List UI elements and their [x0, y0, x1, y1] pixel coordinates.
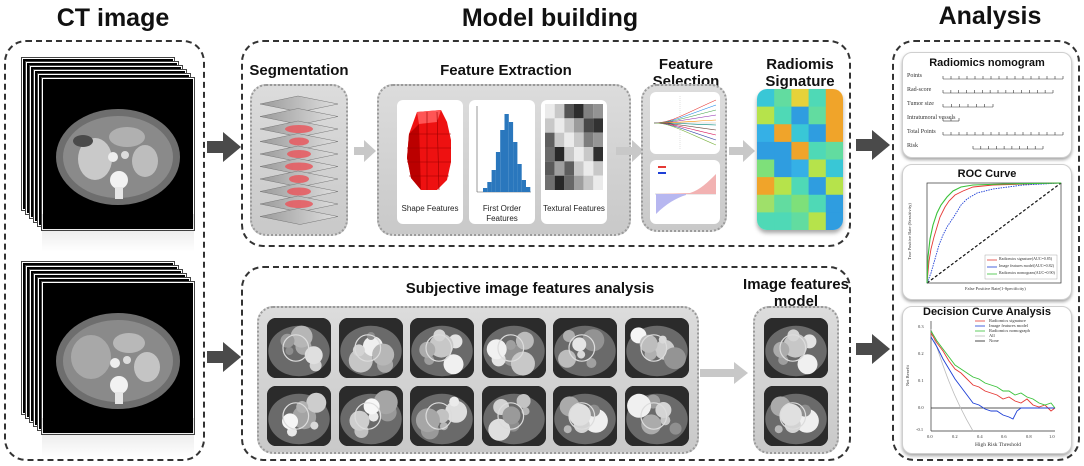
arrow-right-icon: [354, 140, 376, 162]
dca-legend-item: Radiomics signature: [989, 318, 1026, 323]
segmentation-panel: [250, 84, 348, 236]
roc-chart: [926, 182, 1062, 284]
feature-selection-panel: [641, 84, 727, 232]
ct-thumbnail-image: [624, 318, 689, 378]
arrow-right-icon: [729, 140, 755, 162]
shape-features-card: Shape Features: [397, 100, 463, 224]
arrow-right-icon: [700, 362, 748, 384]
ct-image-panel: [4, 40, 205, 461]
nomogram-row-label: Total Points: [907, 129, 936, 135]
dca-y-tick: -0.1: [916, 427, 924, 432]
dca-chart: [930, 320, 1056, 432]
dca-x-tick: 0.8: [1026, 434, 1032, 439]
dca-x-tick: 0.0: [927, 434, 933, 439]
dca-y-tick: 0.0: [918, 405, 924, 410]
roc-legend-item: Radiomics signature(AUC=0.85): [999, 256, 1053, 261]
dca-legend-item: Radiomics nomograph: [989, 328, 1030, 333]
ct-thumbnail-image: [624, 386, 689, 446]
ct-stack-top: [22, 58, 202, 258]
nomogram-row-label: Points: [907, 73, 923, 79]
ct-thumbnail-image: [410, 318, 474, 378]
nomogram-scales: [942, 76, 1064, 150]
arrow-right-icon: [207, 132, 241, 162]
feature-extraction-label: Feature Extraction: [440, 62, 572, 79]
dca-legend-item: All: [989, 333, 995, 338]
subjective-features-panel: [257, 306, 699, 454]
histogram-chart: [476, 106, 531, 193]
arrow-right-icon: [207, 342, 241, 372]
dca-x-tick: 1.0: [1049, 434, 1055, 439]
nomogram-row-label: Rad-score: [907, 87, 932, 93]
dca-legend-item: None: [989, 338, 999, 343]
arrow-right-icon: [856, 334, 890, 364]
radiomics-model-panel: [241, 40, 851, 247]
segmentation-label: Segmentation: [249, 62, 349, 79]
roc-legend-item: Radiomics nomogram(AUC=0.90): [999, 270, 1055, 275]
image-features-model-label: Image features model: [743, 276, 849, 310]
first-order-features-caption: First Order Features: [482, 204, 522, 223]
dca-x-tick: 0.2: [952, 434, 958, 439]
ct-thumbnail-image: [267, 386, 331, 446]
ct-thumbnail-image: [338, 318, 403, 378]
heading-model-building: Model building: [461, 4, 639, 32]
nomogram-card: Radiomics nomogram Points Rad-score Tumo…: [902, 52, 1072, 158]
shape-features-caption: Shape Features: [401, 204, 459, 213]
radiomics-signature-label: Radiomis Signature: [765, 56, 835, 90]
rad-score-bar-plot: [650, 160, 720, 224]
roc-legend-item: Image features model(AUC=0.82): [999, 263, 1055, 268]
arrow-right-icon: [856, 130, 890, 160]
arrow-right-icon: [616, 140, 644, 162]
ct-reflection-top: [42, 214, 194, 252]
ct-thumbnail-image: [764, 318, 828, 378]
tumor-shape-image: [407, 110, 451, 191]
roc-y-axis-label: True Positive Rate (Sensitivity): [906, 203, 912, 260]
first-order-features-card: First Order Features: [469, 100, 535, 224]
dca-x-tick: 0.4: [977, 434, 983, 439]
segmentation-slices-image: [259, 95, 339, 225]
nomogram-row-label: Tumor size: [907, 101, 934, 107]
radiomics-signature-heatmap: [757, 89, 843, 230]
ct-thumbnail-image: [338, 386, 403, 446]
ct-thumbnail-image: [553, 318, 617, 378]
dca-legend-item: Image features model: [989, 323, 1028, 328]
roc-title: ROC Curve: [957, 168, 1017, 180]
nomogram-title: Radiomics nomogram: [929, 57, 1045, 69]
dca-x-tick: 0.6: [1001, 434, 1007, 439]
subjective-analysis-label: Subjective image features analysis: [405, 280, 655, 297]
ct-stack-bottom: [22, 262, 202, 462]
dca-y-tick: 0.3: [918, 324, 924, 329]
ct-thumbnail-image: [267, 318, 331, 378]
texture-matrix-image: [545, 104, 603, 190]
heading-analysis: Analysis: [938, 2, 1042, 30]
image-features-panel: [241, 266, 851, 461]
nomogram-row-label: Risk: [907, 143, 919, 149]
dca-card: Decision Curve Analysis Radiomics signat…: [902, 306, 1072, 454]
analysis-panel: [892, 40, 1080, 461]
ct-thumbnail-image: [481, 386, 546, 446]
ct-thumbnail-image: [410, 386, 474, 446]
dca-title: Decision Curve Analysis: [923, 306, 1051, 318]
ct-thumbnail-image: [764, 386, 828, 446]
ct-scan-image: [42, 78, 194, 230]
ct-reflection-bottom: [42, 418, 194, 458]
textural-features-card: Textural Features: [541, 100, 607, 224]
feature-extraction-panel: Shape Features First Order Features Text…: [377, 84, 631, 236]
lasso-path-plot: [650, 92, 720, 154]
textural-features-caption: Textural Features: [543, 204, 605, 213]
heading-ct-image: CT image: [56, 4, 170, 32]
roc-x-axis-label: False Positive Rate(1-Specificity): [965, 286, 1026, 291]
dca-y-tick: 0.1: [918, 378, 924, 383]
dca-y-axis-label: Net Benefit: [904, 365, 910, 386]
ct-thumbnail-image: [481, 318, 546, 378]
ct-thumbnail-image: [553, 386, 617, 446]
roc-card: ROC Curve Radiomics signature(AUC=0.85) …: [902, 164, 1072, 300]
ct-scan-image: [42, 282, 194, 434]
image-features-model-panel: [753, 306, 839, 454]
dca-x-axis-label: High Risk Threshold: [975, 442, 1022, 448]
nomogram-row-label: Intratumoral vessels: [907, 115, 956, 121]
dca-y-tick: 0.2: [918, 351, 924, 356]
